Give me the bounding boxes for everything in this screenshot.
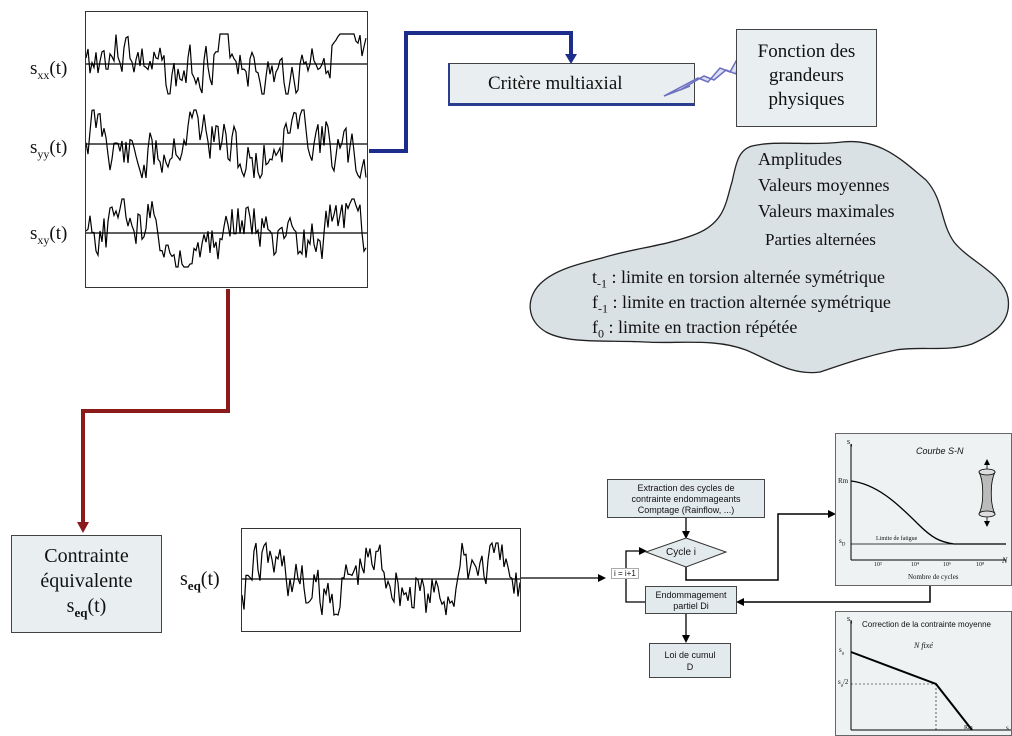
syy-trace [85,109,367,180]
damage-box: Endommagement partiel Di [645,586,737,614]
equivalent-line2: équivalente [40,570,133,592]
label-syy: syy(t) [30,137,68,161]
physics-line3: physiques [768,89,845,110]
label-seq: seq(t) [180,568,220,593]
goodman-subtitle: N fixé [914,641,933,650]
sn-curve [850,480,1006,545]
extraction-box: Extraction des cycles de contrainte endo… [607,479,765,518]
signals-panel [85,11,368,288]
extraction-line3: Comptage (Rainflow, ...) [637,505,735,515]
blue-connector [369,31,573,153]
specimen-icon [978,459,996,527]
sn-tick-1: 10² [874,562,882,568]
physics-line1: Fonction des [757,41,856,62]
signal-traces [85,33,367,268]
goodman-chart-plot [850,620,1011,731]
cloud-f1: f-1 : limite en traction alternée symétr… [592,292,891,316]
goodman-line [850,651,973,731]
goodman-x-axis-label: s [1006,724,1009,732]
seq-trace-line [241,541,521,616]
sn-n-label: N [1002,556,1008,565]
sn-fatigue-limit-label: Limite de fatigue [876,536,918,542]
cumul-box: Loi de cumul D [649,643,731,678]
equivalent-line1: Contrainte [44,545,129,567]
red-connector [81,289,230,525]
cloud-shape [529,140,1010,374]
sn-title: Courbe S-N [916,446,964,456]
cloud-alternees: Parties alternées [765,230,876,249]
equivalent-stress-box: Contrainte équivalente seq(t) [11,535,162,633]
sn-y-axis-label: sa [847,437,853,449]
cloud-amplitudes: Amplitudes [758,149,842,169]
seq-trace [241,541,521,616]
cycle-diamond [644,537,728,568]
cycle-label: Cycle i [666,547,697,558]
sn-chart-plot [850,444,1006,561]
label-sxx: sxx(t) [30,58,68,82]
sn-tick-3: 10⁶ [943,562,952,568]
sxy-trace [85,198,367,268]
goodman-title: Correction de la contrainte moyenne [862,620,991,629]
physics-line2: grandeurs [769,65,844,86]
arrow-to-cycle [598,574,606,582]
goodman-rm-label: Rm [964,725,973,731]
extraction-line1: Extraction des cycles de [637,483,735,493]
red-arrowhead [77,522,89,533]
blue-arrowhead [565,54,577,64]
sn-chart-panel: sa Courbe S-N Rm sD Limite de fatigue 10… [835,433,1012,586]
cumul-line2: D [686,662,694,672]
damage-line1: Endommagement [655,590,727,600]
goodman-y-axis-label: sa [847,614,853,626]
increment-label: i = i+1 [611,568,639,579]
sn-tick-4: 10⁸ [976,562,985,568]
sn-rm-label: Rm [838,477,849,485]
lightning-bolt-icon [663,53,741,97]
physics-box: Fonction des grandeurs physiques [736,29,877,127]
label-sxy: sxy(t) [30,223,68,247]
cloud-t1: t-1 : limite en torsion alternée symétri… [592,267,885,291]
sn-xlabel: Nombre de cycles [908,573,959,581]
damage-line2: partiel Di [673,601,709,611]
cloud-f0: f0 : limite en traction répétée [592,317,798,341]
goodman-chart-panel: sa Correction de la contrainte moyenne N… [835,611,1012,736]
goodman-y-mid: sa/2 [838,678,849,689]
seq-signal-panel [241,528,521,632]
cumul-line1: Loi de cumul [664,650,716,660]
criterion-label: Critère multiaxial [488,73,623,94]
cloud-moyennes: Valeurs moyennes [758,175,890,195]
cloud-maximales: Valeurs maximales [758,201,895,221]
sn-sd-label: sD [839,537,846,548]
criterion-box: Critère multiaxial [448,63,695,106]
sxx-trace [85,33,367,95]
sn-tick-2: 10⁴ [911,562,920,568]
extraction-line2: contrainte endommageants [631,494,741,504]
equivalent-seq: seq(t) [66,595,107,620]
goodman-y-top: sa [839,646,844,657]
